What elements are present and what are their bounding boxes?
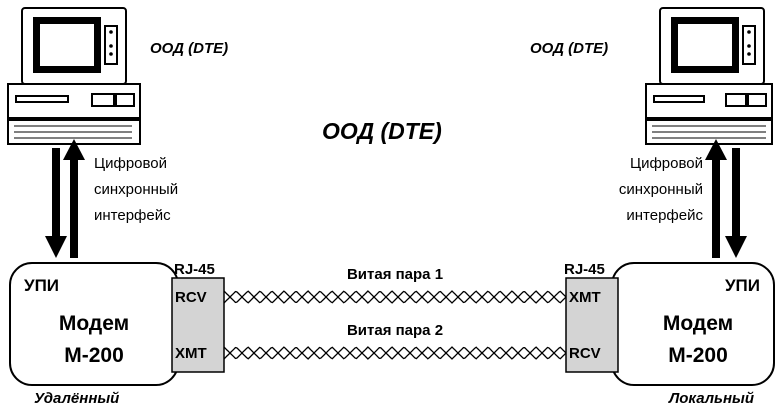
right-interface-arrows	[705, 139, 747, 258]
right-connector-label: RJ-45	[564, 261, 605, 278]
right-modem-name: Модем	[663, 312, 733, 335]
cable-strand	[223, 290, 567, 304]
dte-left-label: ООД (DTE)	[150, 40, 228, 57]
interface-right-line-1: Цифровой	[630, 155, 703, 172]
left-interface-text: Цифровой синхронный интерфейс	[94, 155, 178, 224]
pair1-label: Витая пара 1	[347, 266, 443, 283]
interface-right-line-3: интерфейс	[626, 207, 703, 224]
right-modem-caption: Локальный	[668, 390, 754, 407]
left-computer-icon	[7, 7, 141, 145]
right-computer-icon	[645, 7, 773, 145]
interface-left-line-2: синхронный	[94, 181, 178, 198]
right-port-top: XMT	[569, 289, 601, 306]
cable-strand	[223, 290, 567, 304]
right-port-bottom: RCV	[569, 345, 601, 362]
right-rj45-connector	[565, 277, 619, 373]
interface-left-line-3: интерфейс	[94, 207, 171, 224]
right-modem-tag: УПИ	[725, 276, 760, 295]
pair2-label: Витая пара 2	[347, 322, 443, 339]
left-modem-name: Модем	[59, 312, 129, 335]
left-modem-caption: Удалённый	[34, 390, 119, 407]
dte-right-label: ООД (DTE)	[530, 40, 608, 57]
interface-left-line-1: Цифровой	[94, 155, 167, 172]
cable-strand	[223, 346, 567, 360]
twisted-pair-2	[223, 346, 567, 360]
left-port-top: RCV	[175, 289, 207, 306]
left-port-bottom: XMT	[175, 345, 207, 362]
dte-center-label: ООД (DTE)	[322, 118, 442, 144]
interface-right-line-2: синхронный	[619, 181, 703, 198]
left-interface-arrows	[45, 139, 85, 258]
right-interface-text: Цифровой синхронный интерфейс	[619, 155, 704, 224]
left-modem-model: М-200	[64, 344, 124, 367]
left-modem-tag: УПИ	[24, 276, 59, 295]
right-modem-model: М-200	[668, 344, 728, 367]
cable-strand	[223, 346, 567, 360]
left-rj45-connector	[171, 277, 225, 373]
twisted-pair-1	[223, 290, 567, 304]
left-connector-label: RJ-45	[174, 261, 215, 278]
